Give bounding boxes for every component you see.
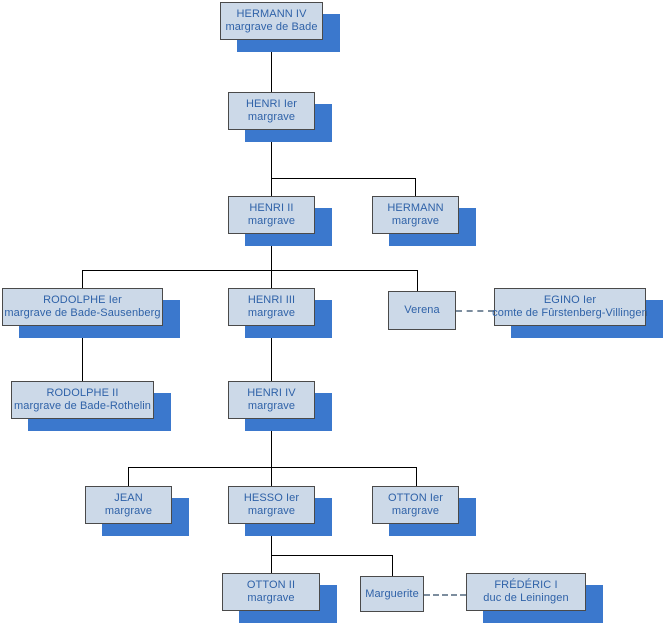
node-subtitle: margrave	[391, 215, 440, 227]
node-title: HENRI Ier	[245, 98, 298, 110]
connector-rodolphe1-drop	[82, 270, 83, 288]
node-subtitle: margrave	[247, 307, 296, 319]
connector-hesso1-children-bar	[271, 555, 392, 556]
node-subtitle: margrave de Bade-Rothelin	[13, 400, 152, 412]
node-title: Verena	[404, 304, 440, 316]
node-title: RODOLPHE Ier	[43, 294, 122, 306]
connector-verena-drop	[417, 270, 418, 291]
node-subtitle: margrave	[104, 505, 153, 517]
connector-henri1-children-bar	[271, 178, 416, 179]
connector-henri2-down-stub	[271, 234, 272, 288]
node-subtitle: margrave	[247, 592, 295, 604]
node-title: HENRI III	[247, 294, 296, 306]
dashed-connector-marguerite-frederic-link	[424, 594, 466, 596]
connector-henri1-down-stub	[271, 130, 272, 196]
connector-hermann-drop	[415, 178, 416, 196]
connector-henri3-to-henri4	[271, 326, 272, 381]
node-title: HERMANN	[387, 202, 444, 214]
connector-jean-drop	[128, 467, 129, 486]
node-subtitle: margrave	[247, 111, 296, 123]
node-verena[interactable]: Verena	[388, 291, 456, 330]
connector-henri2-children-bar	[82, 270, 417, 271]
connector-hesso1-down-stub	[271, 524, 272, 573]
node-title: HENRI II	[249, 202, 294, 214]
node-title: Marguerite	[365, 587, 419, 600]
node-title: FRÉDÉRIC I	[494, 579, 558, 591]
node-title: RODOLPHE II	[46, 387, 119, 399]
node-title: EGINO Ier	[543, 294, 597, 306]
node-title: HENRI IV	[247, 387, 296, 399]
connector-otton1-drop	[416, 467, 417, 486]
connector-henri4-children-bar	[128, 467, 417, 468]
node-title: JEAN	[114, 492, 143, 504]
node-marguerite[interactable]: Marguerite	[360, 576, 424, 612]
node-title: HERMANN IV	[236, 8, 307, 20]
connector-henri4-down-stub	[271, 419, 272, 486]
node-subtitle: margrave	[247, 215, 296, 227]
connector-hermann4-to-henri1	[271, 40, 272, 92]
node-subtitle: margrave	[247, 505, 296, 517]
node-subtitle: margrave de Bade-Sausenberg	[4, 307, 161, 319]
node-subtitle: comte de Fûrstenberg-Villingen	[492, 307, 648, 319]
node-title: OTTON Ier	[387, 492, 444, 504]
connector-rodolphe1-to-rodolphe2	[82, 326, 83, 381]
node-title: HESSO Ier	[243, 492, 300, 504]
connector-marguerite-drop	[392, 555, 393, 576]
node-subtitle: duc de Leiningen	[483, 592, 569, 604]
node-title: OTTON II	[246, 579, 296, 591]
node-subtitle: margrave	[391, 505, 440, 517]
dashed-connector-verena-egino-link	[456, 310, 494, 312]
node-subtitle: margrave de Bade	[225, 21, 318, 33]
node-subtitle: margrave	[247, 400, 296, 412]
